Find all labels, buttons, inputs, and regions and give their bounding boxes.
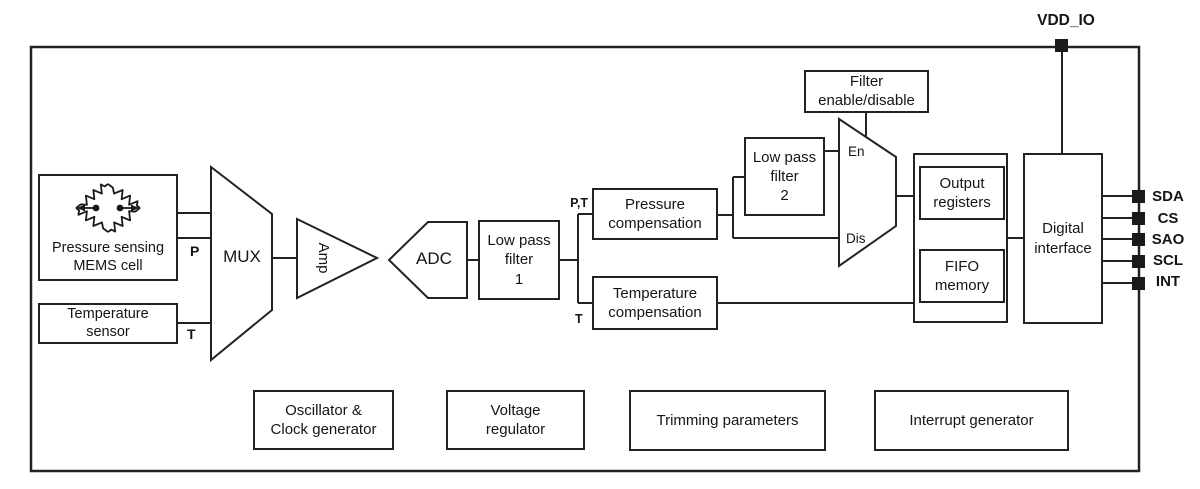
scl-pad-square — [1132, 255, 1145, 268]
block-low-pass-filter-2-label: Low pass filter 2 — [752, 148, 817, 205]
signal-label-pt: P,T — [570, 196, 588, 210]
block-low-pass-filter-2: Low pass filter 2 — [744, 137, 825, 216]
block-registers-container — [913, 153, 1008, 323]
block-temperature-sensor-label: Temperature sensor — [67, 306, 149, 340]
signal-label-t2: T — [575, 312, 583, 326]
block-digital-interface: Digital interface — [1023, 153, 1103, 324]
block-pressure-compensation-label: Pressure compensation — [608, 195, 702, 232]
pin-label-cs: CS — [1157, 210, 1179, 227]
mux-label: MUX — [223, 247, 261, 266]
signal-label-p: P — [190, 243, 200, 259]
cs-pad-square — [1132, 212, 1145, 225]
filter-mux-shape — [838, 117, 897, 268]
block-output-registers: Output registers — [919, 166, 1005, 220]
sao-pad-square — [1132, 233, 1145, 246]
int-pad-square — [1132, 277, 1145, 290]
adc-shape — [387, 221, 468, 299]
mux-shape — [210, 164, 273, 363]
sda-pad-square — [1132, 190, 1145, 203]
pin-label-int: INT — [1155, 273, 1181, 290]
block-filter-enable-disable: Filter enable/disable — [804, 70, 929, 113]
block-pressure-compensation: Pressure compensation — [592, 188, 718, 240]
block-pressure-mems: Pressure sensing MEMS cell — [38, 174, 178, 281]
block-temperature-compensation: Temperature compensation — [592, 276, 718, 330]
signal-label-t: T — [187, 326, 196, 342]
block-digital-interface-label: Digital interface — [1034, 220, 1092, 257]
block-low-pass-filter-1: Low pass filter 1 — [478, 220, 560, 300]
block-filter-enable-disable-label: Filter enable/disable — [818, 72, 915, 109]
block-oscillator-clock-generator: Oscillator & Clock generator — [253, 390, 394, 450]
block-pressure-mems-label: Pressure sensing MEMS cell — [51, 239, 165, 275]
block-trimming-parameters-label: Trimming parameters — [656, 411, 799, 429]
filter-mux-disable-label: Dis — [846, 231, 866, 246]
block-fifo-memory: FIFO memory — [919, 249, 1005, 303]
pin-label-sda: SDA — [1152, 188, 1184, 205]
filter-mux-enable-label: En — [848, 144, 865, 159]
block-output-registers-label: Output registers — [933, 174, 991, 211]
block-voltage-regulator: Voltage regulator — [446, 390, 585, 450]
adc-label: ADC — [416, 249, 452, 268]
vdd-io-pad-square — [1055, 39, 1068, 52]
block-fifo-memory-label: FIFO memory — [934, 257, 990, 294]
io-pad-squares — [1132, 190, 1145, 290]
pin-label-scl: SCL — [1153, 252, 1183, 269]
block-voltage-regulator-label: Voltage regulator — [485, 401, 546, 438]
pin-label-sao: SAO — [1151, 231, 1185, 248]
vdd-io-label: VDD_IO — [1037, 12, 1095, 29]
block-interrupt-generator-label: Interrupt generator — [909, 411, 1034, 429]
block-temperature-compensation-label: Temperature compensation — [608, 284, 702, 321]
block-oscillator-clock-generator-label: Oscillator & Clock generator — [270, 401, 377, 438]
amp-triangle-shape — [296, 217, 380, 300]
block-temperature-sensor: Temperature sensor — [38, 303, 178, 344]
block-interrupt-generator: Interrupt generator — [874, 390, 1069, 451]
amp-label: Amp — [315, 242, 333, 274]
block-low-pass-filter-1-label: Low pass filter 1 — [487, 232, 551, 288]
wheatstone-bridge-icon — [75, 183, 141, 233]
block-trimming-parameters: Trimming parameters — [629, 390, 826, 451]
signal-wires — [178, 46, 1140, 324]
